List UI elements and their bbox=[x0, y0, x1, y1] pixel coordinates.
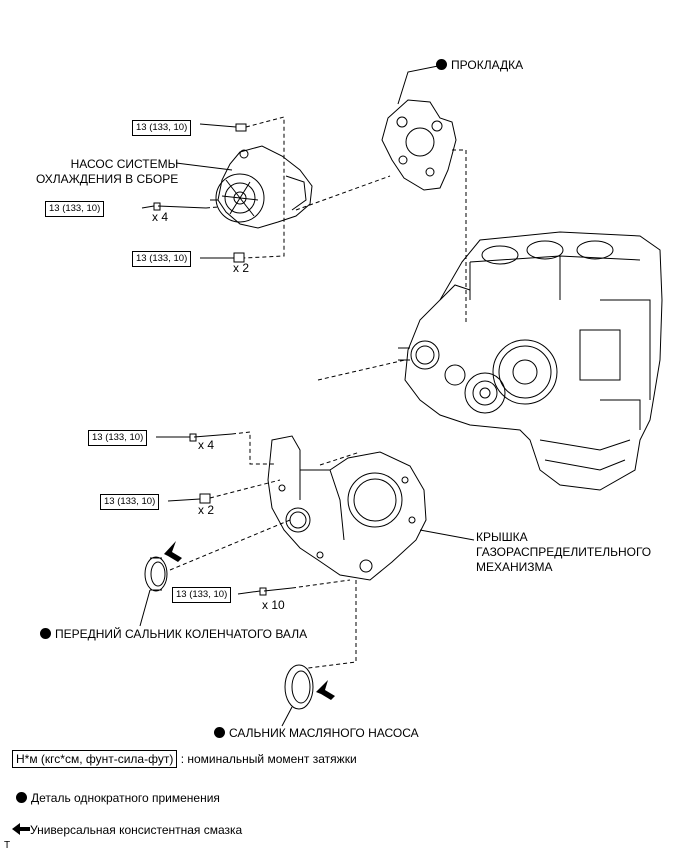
non-reusable-icon bbox=[16, 792, 27, 803]
water-pump-label: НАСОС СИСТЕМЫ ОХЛАЖДЕНИЯ В СБОРЕ bbox=[36, 157, 179, 186]
legend-grease: Универсальная консистентная смазка bbox=[12, 823, 242, 837]
gasket-label: ПРОКЛАДКА bbox=[436, 58, 523, 73]
oil-pump-seal-label: САЛЬНИК МАСЛЯНОГО НАСОСА bbox=[214, 726, 419, 741]
quantity-label: x 10 bbox=[262, 598, 285, 612]
non-reusable-icon bbox=[214, 727, 225, 738]
torque-box: 13 (133, 10) bbox=[100, 494, 160, 510]
legend-torque-text: : номинальный момент затяжки bbox=[180, 752, 357, 766]
grease-arrow-oil-seal bbox=[316, 680, 335, 700]
water-pump-part bbox=[210, 145, 313, 229]
quantity-label: x 2 bbox=[198, 503, 215, 517]
quantity-label: x 2 bbox=[233, 261, 250, 275]
legend-torque: Н*м (кгс*см, фунт-сила-фут) : номинальны… bbox=[12, 750, 357, 768]
torque-box: 13 (133, 10) bbox=[132, 251, 192, 267]
non-reusable-icon bbox=[436, 59, 447, 70]
legend-torque-box: Н*м (кгс*см, фунт-сила-фут) bbox=[12, 750, 178, 768]
quantity-label: x 4 bbox=[198, 438, 215, 452]
fasteners bbox=[153, 123, 293, 596]
timing-cover-label: КРЫШКА ГАЗОРАСПРЕДЕЛИТЕЛЬНОГО МЕХАНИЗМА bbox=[476, 530, 652, 574]
torque-box: 13 (133, 10) bbox=[172, 587, 232, 603]
timing-cover-part bbox=[267, 435, 427, 581]
corner-mark: T bbox=[4, 840, 11, 851]
quantity-label: x 4 bbox=[152, 210, 169, 224]
assembly-lines bbox=[169, 116, 467, 669]
leader-lines bbox=[139, 65, 475, 727]
gasket-part bbox=[381, 99, 457, 191]
torque-box: 13 (133, 10) bbox=[88, 430, 148, 446]
grease-arrow-icon bbox=[12, 823, 30, 835]
grease-arrows bbox=[164, 541, 335, 700]
legend-non-reusable: Деталь однократного применения bbox=[16, 791, 220, 805]
front-crank-seal-label: ПЕРЕДНИЙ САЛЬНИК КОЛЕНЧАТОГО ВАЛА bbox=[40, 627, 307, 642]
oil-pump-seal-part bbox=[284, 664, 314, 710]
grease-arrow-front-seal bbox=[164, 541, 182, 562]
torque-box: 13 (133, 10) bbox=[132, 120, 192, 136]
front-crank-seal-part bbox=[144, 556, 168, 592]
torque-box: 13 (133, 10) bbox=[45, 201, 105, 217]
non-reusable-icon bbox=[40, 628, 51, 639]
engine-block bbox=[398, 231, 663, 491]
